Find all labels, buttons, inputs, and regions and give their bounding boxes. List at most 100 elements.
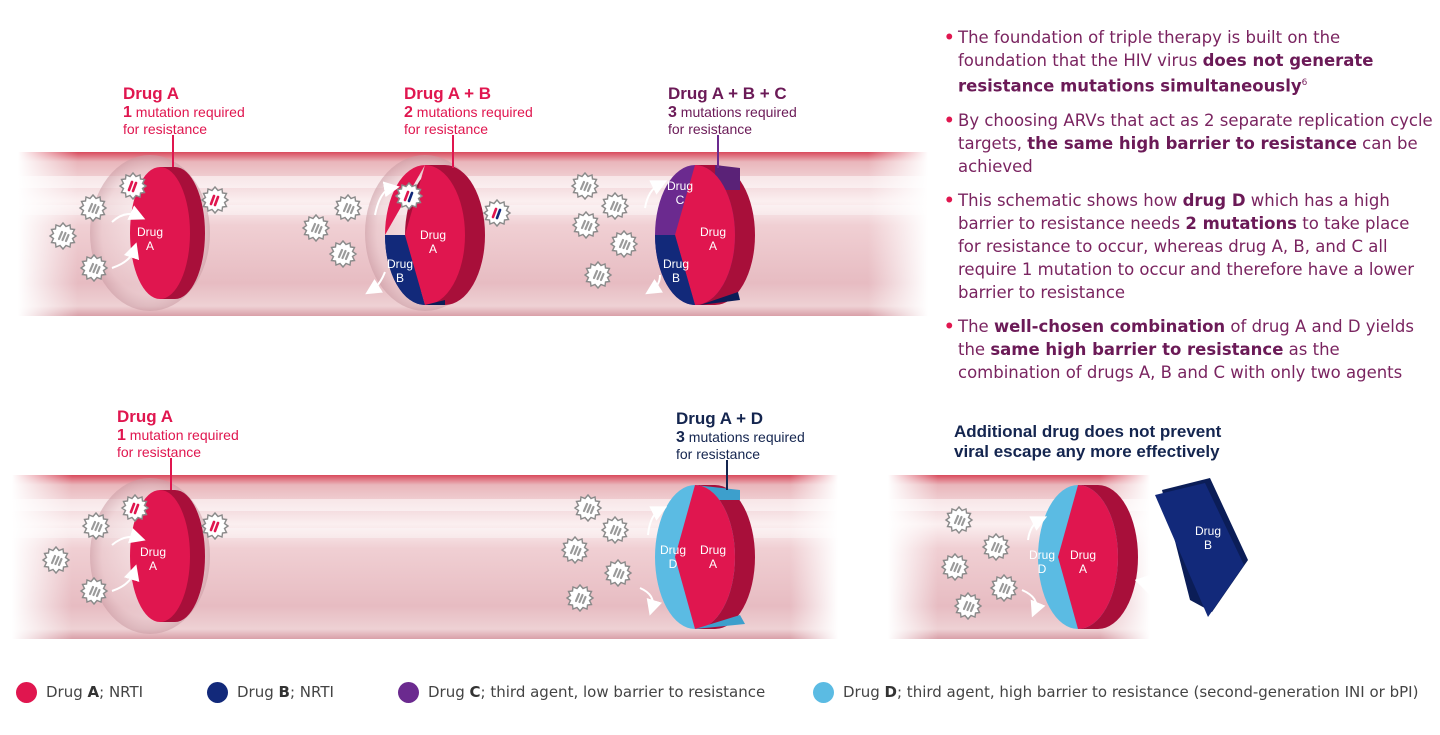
escape-arrows bbox=[111, 180, 1048, 618]
disc-letter-a-bot1: A bbox=[149, 559, 157, 573]
disc-label-a-esc: Drug bbox=[1070, 548, 1096, 562]
disc-label-d-esc: Drug bbox=[1029, 548, 1055, 562]
label-bottom-single-line2: for resistance bbox=[117, 444, 202, 460]
legend-item-b: Drug B; NRTI bbox=[207, 680, 334, 704]
legend-rest-b: ; NRTI bbox=[289, 683, 334, 701]
label-top-single: Drug A 1 mutation required for resistanc… bbox=[123, 83, 245, 137]
disc-letter-d-bot2: D bbox=[669, 557, 678, 571]
disc-label-b-top3: Drug bbox=[663, 257, 689, 271]
disc-letter-b-top2: B bbox=[396, 271, 404, 285]
disc-escape-ad bbox=[1038, 485, 1138, 629]
legend-rest-a: ; NRTI bbox=[99, 683, 144, 701]
disc-bottom-ad bbox=[655, 460, 755, 629]
disc-label-a-bot2: Drug bbox=[700, 543, 726, 557]
legend-letter-c: C bbox=[469, 683, 481, 701]
label-top-single-title: Drug A bbox=[123, 84, 180, 103]
disc-label-a-top3: Drug bbox=[700, 225, 726, 239]
legend-item-c: Drug C; third agent, low barrier to resi… bbox=[398, 680, 765, 704]
escape-note: Additional drug does not prevent viral e… bbox=[954, 422, 1274, 462]
bullet-3: This schematic shows how drug D which ha… bbox=[944, 189, 1434, 304]
legend-name-a: Drug bbox=[46, 683, 83, 701]
bullet-3-pre: This schematic shows how bbox=[958, 190, 1183, 210]
bullet-2: By choosing ARVs that act as 2 separate … bbox=[944, 109, 1434, 178]
legend-dot-c bbox=[398, 681, 419, 703]
disc-letter-a-top3: A bbox=[709, 239, 717, 253]
disc-bottom-a bbox=[130, 458, 205, 622]
bullet-3-bold2: 2 mutations bbox=[1185, 213, 1298, 233]
label-top-triple-line1: mutations required bbox=[680, 104, 797, 120]
disc-top-a bbox=[130, 135, 205, 299]
disc-label-b-falling: Drug bbox=[1195, 524, 1221, 538]
legend-rest-d: ; third agent, high barrier to resistanc… bbox=[896, 683, 1419, 701]
disc-letter-d-esc: D bbox=[1038, 562, 1047, 576]
disc-top-ab bbox=[385, 135, 485, 305]
label-bottom-single: Drug A 1 mutation required for resistanc… bbox=[117, 406, 239, 460]
label-top-double-title: Drug A + B bbox=[404, 84, 492, 103]
bullet-2-pre: By choosing ARVs that act as 2 separate … bbox=[958, 110, 1433, 153]
escape-note-line2: viral escape any more effectively bbox=[954, 442, 1220, 461]
bullet-4-bold2: same high barrier to resistance bbox=[990, 339, 1284, 359]
label-bottom-dual-line2: for resistance bbox=[676, 446, 761, 462]
label-top-double: Drug A + B 2 mutations required for resi… bbox=[404, 83, 533, 137]
label-bottom-dual-count: 3 bbox=[676, 429, 685, 446]
legend-item-d: Drug D; third agent, high barrier to res… bbox=[813, 680, 1418, 704]
legend-letter-b: B bbox=[278, 683, 290, 701]
disc-letter-b-falling: B bbox=[1204, 538, 1212, 552]
disc-letter-b-top3: B bbox=[672, 271, 680, 285]
label-top-double-line2: for resistance bbox=[404, 121, 489, 137]
label-top-triple-line2: for resistance bbox=[668, 121, 753, 137]
bullet-3-post2: to take place for resistance to occur, w… bbox=[958, 213, 1414, 302]
bullet-3-bold: drug D bbox=[1182, 190, 1246, 210]
label-bottom-dual-line1: mutations required bbox=[688, 429, 805, 445]
escape-note-line1: Additional drug does not prevent bbox=[954, 422, 1222, 441]
disc-letter-a-top1: A bbox=[146, 239, 154, 253]
label-bottom-dual-title: Drug A + D bbox=[676, 409, 764, 428]
legend-letter-d: D bbox=[884, 683, 897, 701]
disc-label-a-top2: Drug bbox=[420, 228, 446, 242]
bullet-2-bold: the same high barrier to resistance bbox=[1027, 133, 1357, 153]
label-top-triple-count: 3 bbox=[668, 104, 677, 121]
label-top-triple: Drug A + B + C 3 mutations required for … bbox=[668, 83, 797, 137]
legend: Drug A; NRTI Drug B; NRTI Drug C; third … bbox=[0, 680, 1440, 704]
bullet-4: The well-chosen combination of drug A an… bbox=[944, 315, 1434, 384]
bullet-3-post: which has a high barrier to resistance n… bbox=[958, 190, 1390, 233]
disc-letter-c-top3: C bbox=[676, 193, 685, 207]
disc-label-c-top3: Drug bbox=[667, 179, 693, 193]
bullet-4-pre: The bbox=[958, 316, 994, 336]
bullet-1-pre: The foundation of triple therapy is buil… bbox=[958, 28, 1341, 70]
label-top-single-line2: for resistance bbox=[123, 121, 208, 137]
legend-letter-a: A bbox=[87, 683, 100, 701]
label-bottom-dual: Drug A + D 3 mutations required for resi… bbox=[676, 408, 805, 462]
label-top-single-line1: mutation required bbox=[135, 104, 245, 120]
label-top-double-count: 2 bbox=[404, 104, 413, 121]
disc-letter-a-bot2: A bbox=[709, 557, 717, 571]
bullet-4-post: of drug A and D yields the bbox=[958, 316, 1414, 359]
legend-dot-b bbox=[207, 681, 228, 703]
disc-letter-a-top2: A bbox=[429, 242, 437, 256]
legend-item-a: Drug A; NRTI bbox=[16, 680, 143, 704]
bullet-1: The foundation of triple therapy is buil… bbox=[944, 26, 1434, 98]
bullet-1-ref: 6 bbox=[1301, 78, 1308, 88]
bullet-4-bold: well-chosen combination bbox=[993, 316, 1226, 336]
bullet-1-bold: does not generate resistance mutations s… bbox=[958, 51, 1374, 96]
legend-name-d: Drug bbox=[843, 683, 880, 701]
label-bottom-single-line1: mutation required bbox=[129, 427, 239, 443]
legend-rest-c: ; third agent, low barrier to resistance bbox=[480, 683, 766, 701]
bullet-2-post: can be achieved bbox=[958, 133, 1418, 176]
falling-drug-b bbox=[1134, 478, 1248, 617]
legend-name-c: Drug bbox=[428, 683, 465, 701]
legend-name-b: Drug bbox=[237, 683, 274, 701]
label-bottom-single-title: Drug A bbox=[117, 407, 174, 426]
label-bottom-single-count: 1 bbox=[117, 427, 126, 444]
label-top-single-count: 1 bbox=[123, 104, 132, 121]
legend-dot-d bbox=[813, 681, 834, 703]
disc-label-a-top1: Drug bbox=[137, 225, 163, 239]
bullet-list: The foundation of triple therapy is buil… bbox=[944, 26, 1434, 395]
label-top-double-line1: mutations required bbox=[416, 104, 533, 120]
legend-dot-a bbox=[16, 681, 37, 703]
disc-label-d-bot2: Drug bbox=[660, 543, 686, 557]
disc-letter-a-esc: A bbox=[1079, 562, 1087, 576]
label-top-triple-title: Drug A + B + C bbox=[668, 84, 787, 103]
bullet-4-post2: as the combination of drugs A, B and C w… bbox=[958, 339, 1403, 382]
